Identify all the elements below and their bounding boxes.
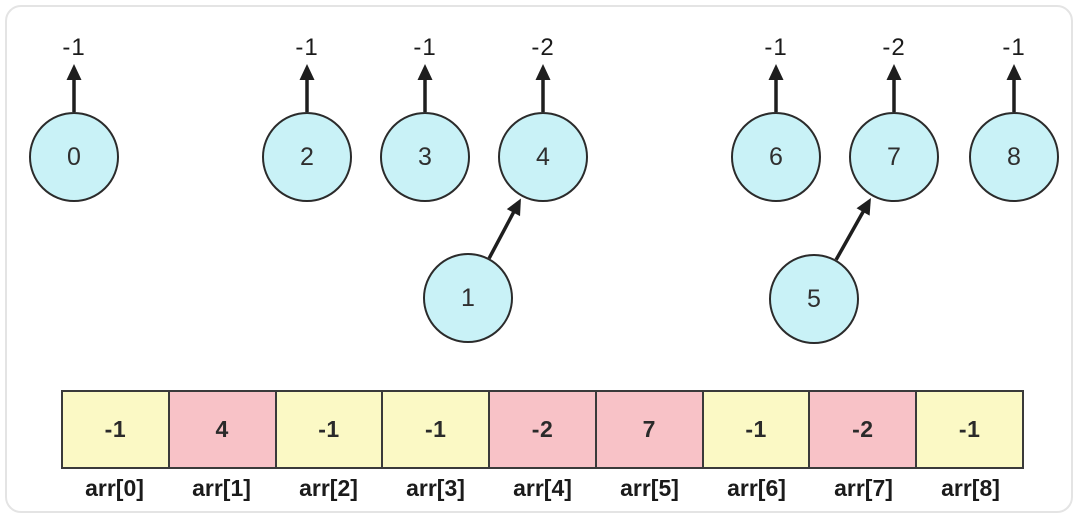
arrow-head: [886, 64, 902, 80]
array-cell: -1: [63, 392, 170, 467]
arrow-head: [1006, 64, 1022, 80]
set-node-circle: 4: [498, 112, 588, 202]
array-index-label: arr[7]: [834, 475, 893, 501]
parent-pointer-label: -1: [295, 34, 319, 61]
set-node-value: 5: [807, 284, 821, 313]
set-node-value: 0: [67, 142, 81, 171]
set-node-value: 3: [418, 142, 432, 171]
array-index-label: arr[0]: [85, 475, 144, 501]
arrow-head: [66, 64, 82, 80]
array-index-label: arr[1]: [192, 475, 251, 501]
set-node-circle: 6: [731, 112, 821, 202]
diagram-card: 0 -1 2 -1 3 -1 4 -2 6 -1 7 -2 8 -1 1 5 -…: [5, 5, 1073, 513]
arrow-head: [506, 198, 521, 217]
array-index-label: arr[5]: [620, 475, 679, 501]
arrow-line: [487, 210, 516, 260]
array-cell: -2: [810, 392, 918, 467]
set-node-value: 6: [769, 142, 783, 171]
parent-pointer-label: -2: [531, 34, 555, 61]
set-node-value: 4: [536, 142, 550, 171]
parent-array-labels: arr[0] arr[1] arr[2] arr[3] arr[4] arr[5] arr[…: [61, 475, 1024, 502]
set-node-circle: 2: [262, 112, 352, 202]
array-index-label: arr[4]: [513, 475, 572, 501]
array-cell: -1: [276, 392, 384, 467]
set-node-circle: 3: [380, 112, 470, 202]
array-index-label: arr[3]: [406, 475, 465, 501]
set-node-circle: 7: [849, 112, 939, 202]
array-index-label: arr[2]: [299, 475, 358, 501]
parent-pointer-label: -1: [764, 34, 788, 61]
set-node-value: 8: [1007, 142, 1021, 171]
arrow-line: [834, 209, 866, 261]
arrow-head: [768, 64, 784, 80]
arrow-head: [417, 64, 433, 80]
array-cell: -1: [703, 392, 811, 467]
array-cell: -1: [917, 392, 1023, 467]
parent-pointer-label: -2: [882, 34, 906, 61]
parent-pointer-label: -1: [413, 34, 437, 61]
set-node-circle: 8: [969, 112, 1059, 202]
array-cell: -2: [490, 392, 597, 467]
arrow-head: [299, 64, 315, 80]
array-cell: 7: [596, 392, 704, 467]
array-cell: 4: [169, 392, 277, 467]
array-index-label: arr[8]: [941, 475, 1000, 501]
set-node-circle: 5: [769, 254, 859, 344]
set-node-circle: 0: [29, 112, 119, 202]
parent-pointer-label: -1: [1002, 34, 1026, 61]
set-node-value: 1: [461, 283, 475, 312]
parent-pointer-label: -1: [62, 34, 86, 61]
arrow-head: [535, 64, 551, 80]
array-index-label: arr[6]: [727, 475, 786, 501]
set-node-circle: 1: [423, 253, 513, 343]
set-node-value: 7: [887, 142, 901, 171]
array-cell: -1: [383, 392, 491, 467]
set-node-value: 2: [300, 142, 314, 171]
arrow-head: [856, 197, 871, 216]
